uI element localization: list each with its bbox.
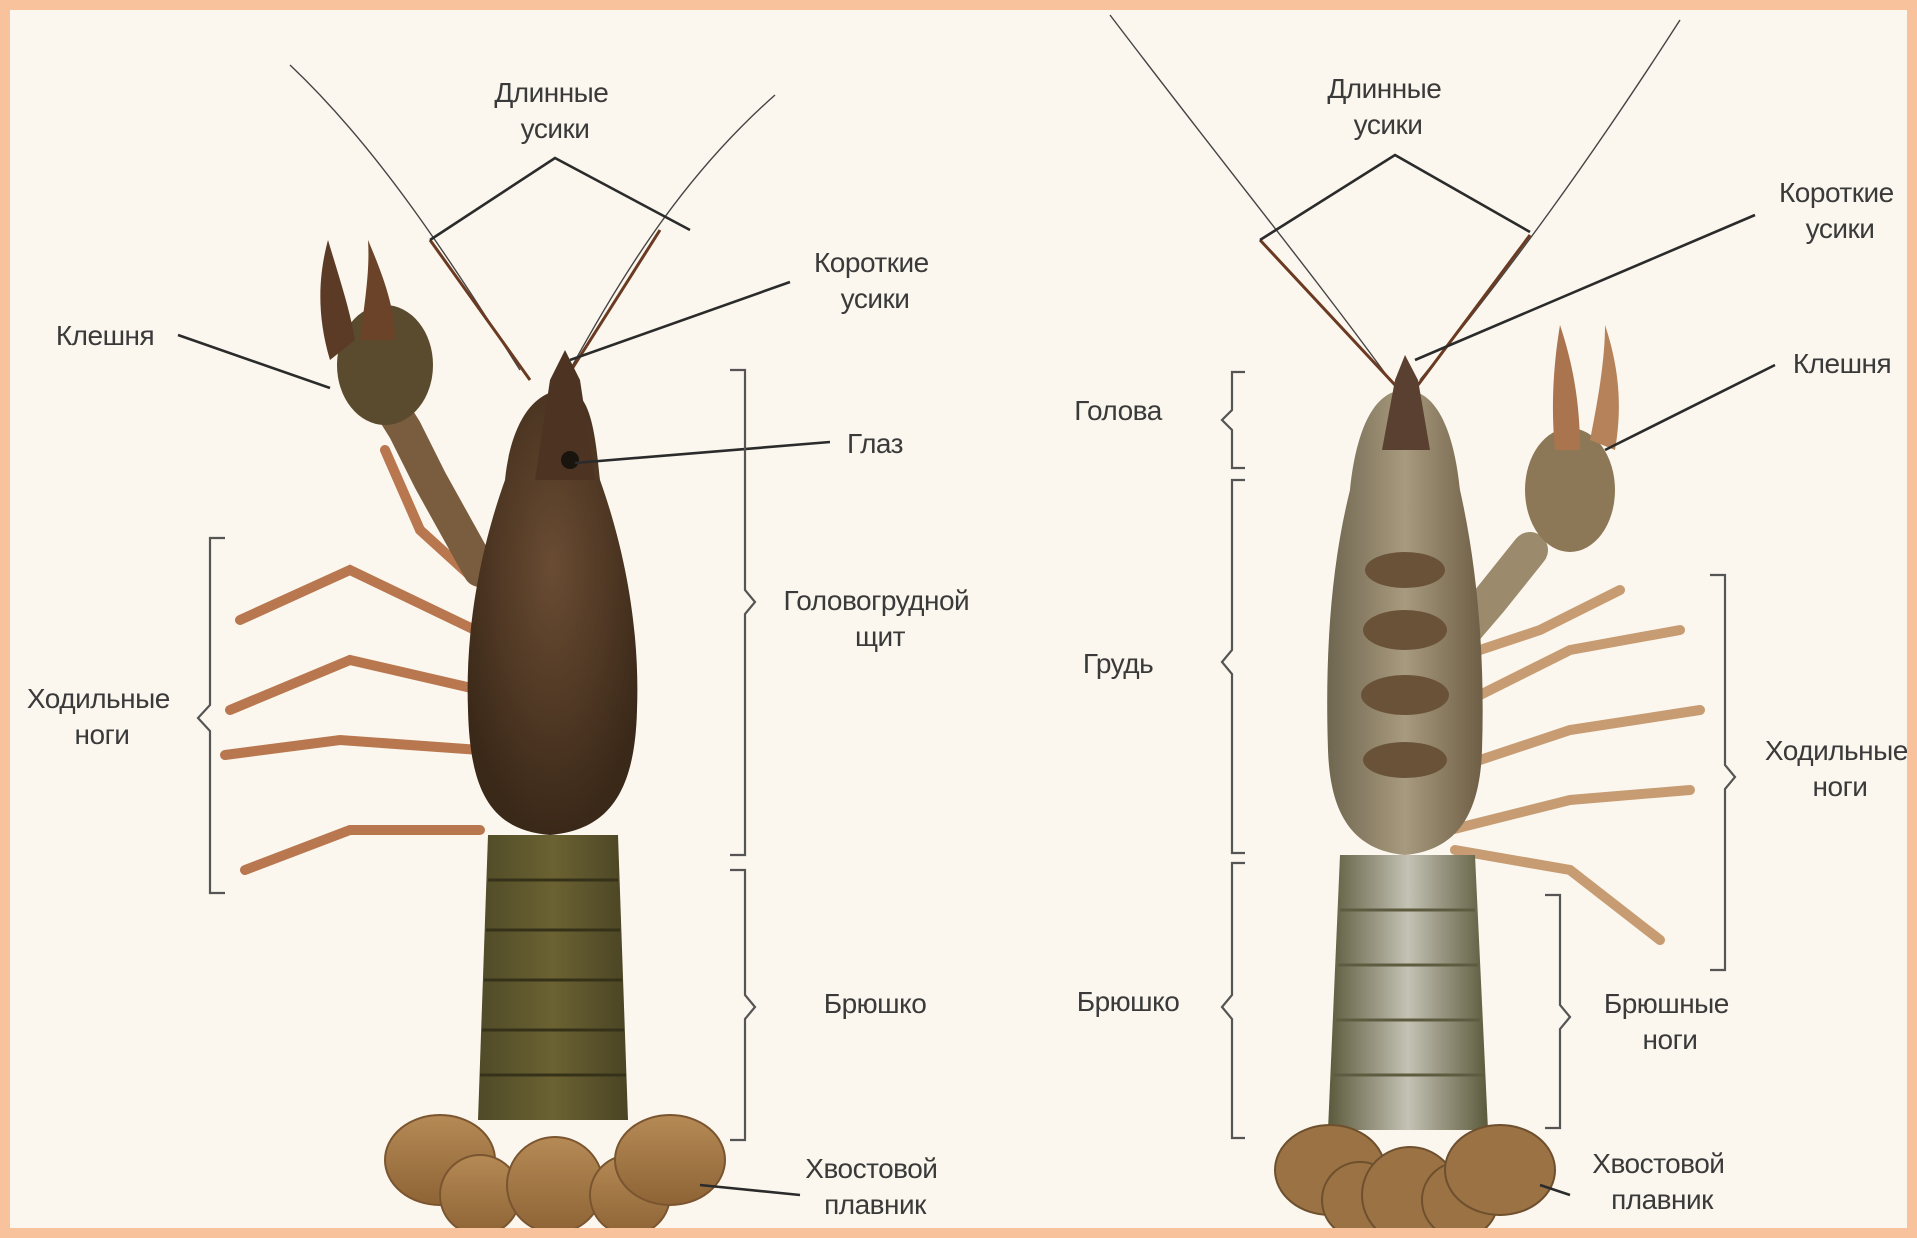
brace-abdomen-dorsal xyxy=(730,870,755,1140)
dorsal-crayfish xyxy=(225,65,775,1228)
brace-carapace-dorsal xyxy=(730,370,755,855)
leader-claw-dorsal xyxy=(178,335,330,388)
brace-abdomen-ventral xyxy=(1222,863,1245,1138)
label-claw-dorsal: Клешня xyxy=(56,320,154,351)
long-antenna-right-v xyxy=(1420,20,1680,380)
eye-dot-dorsal xyxy=(561,451,579,469)
brace-swimmerets-ventral xyxy=(1545,895,1570,1128)
leader-short-antennae-ventral xyxy=(1415,215,1755,360)
label-long-antennae-dorsal: Длинные усики xyxy=(494,77,615,144)
label-abdomen-dorsal: Брюшко xyxy=(824,988,927,1019)
label-carapace-dorsal: Головогрудной щит xyxy=(784,585,977,652)
abdomen-ventral xyxy=(1328,855,1488,1130)
leader-tail-dorsal xyxy=(700,1185,800,1195)
antenna-base-left-v xyxy=(1260,240,1395,385)
label-tail-fin-ventral: Хвостовой плавник xyxy=(1592,1148,1731,1215)
long-antenna-left-v xyxy=(1110,15,1390,380)
leader-long-antennae-ventral xyxy=(1260,155,1530,240)
label-abdomen-ventral: Брюшко xyxy=(1077,986,1180,1017)
label-walking-legs-dorsal: Ходильные ноги xyxy=(27,683,177,750)
label-long-antennae-ventral: Длинные усики xyxy=(1327,73,1448,140)
ventral-crayfish xyxy=(1110,15,1700,1228)
brace-walking-legs-ventral xyxy=(1710,575,1735,970)
label-eye-dorsal: Глаз xyxy=(847,428,903,459)
brace-head-ventral xyxy=(1222,372,1245,468)
leader-claw-ventral xyxy=(1605,365,1775,450)
abdomen-dorsal xyxy=(478,835,628,1120)
label-head-ventral: Голова xyxy=(1074,395,1163,426)
long-antenna-right xyxy=(570,95,775,370)
leader-eye-dorsal xyxy=(575,442,830,463)
label-tail-fin-dorsal: Хвостовой плавник xyxy=(805,1153,944,1220)
claw-dorsal xyxy=(320,240,480,570)
crayfish-anatomy-diagram: Длинные усики Короткие усики Клешня Глаз… xyxy=(10,10,1907,1228)
brace-walking-legs-dorsal xyxy=(198,538,225,893)
brace-thorax-ventral xyxy=(1222,480,1245,853)
leader-long-antennae-dorsal xyxy=(430,158,690,240)
diagram-frame: Длинные усики Короткие усики Клешня Глаз… xyxy=(10,10,1907,1228)
antenna-base-right-v xyxy=(1418,235,1530,385)
label-short-antennae-ventral: Короткие усики xyxy=(1779,177,1901,244)
label-swimmerets-ventral: Брюшные ноги xyxy=(1604,988,1736,1055)
label-walking-legs-ventral: Ходильные ноги xyxy=(1765,735,1907,802)
label-thorax-ventral: Грудь xyxy=(1083,648,1153,679)
walking-legs-ventral xyxy=(1450,590,1700,940)
label-short-antennae-dorsal: Короткие усики xyxy=(814,247,936,314)
label-claw-ventral: Клешня xyxy=(1793,348,1891,379)
antenna-base-left xyxy=(430,240,530,380)
tail-fan-ventral xyxy=(1275,1125,1555,1228)
tail-fan-dorsal xyxy=(385,1115,725,1228)
